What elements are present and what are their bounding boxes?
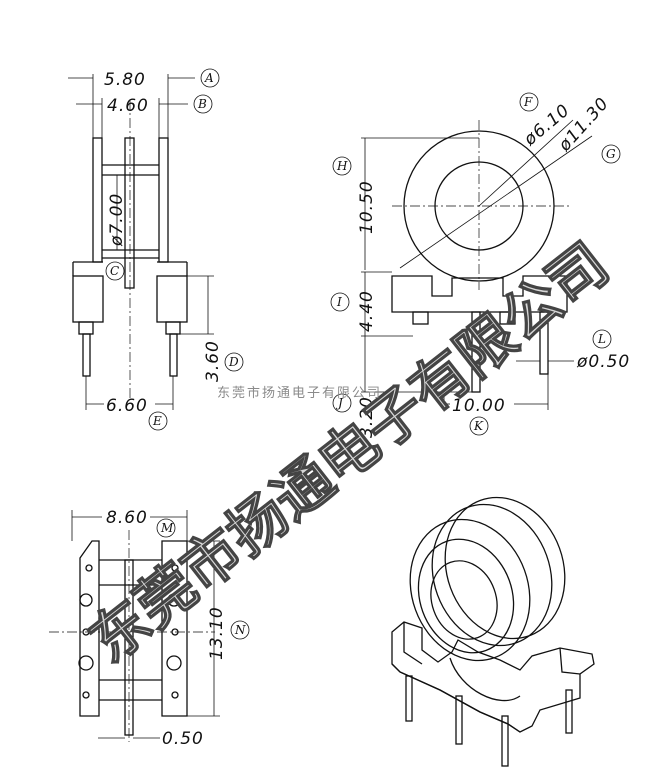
dim-A-value: 5.80 <box>104 70 146 90</box>
isometric-view <box>391 496 595 767</box>
dim-J-value: 3.20 <box>357 396 377 438</box>
ref-D: D <box>228 355 239 369</box>
dim-D-value: 3.60 <box>203 340 223 382</box>
dim-O-value: 0.50 <box>162 729 204 749</box>
dim-N-value: 13.10 <box>207 606 227 660</box>
dim-I-value: 4.40 <box>357 290 377 332</box>
watermark-large: 东莞市扬通电子有限公司 <box>77 230 622 676</box>
dim-B-value: 4.60 <box>107 96 149 116</box>
watermark: 东莞市扬通电子有限公司 东莞市扬通电子有限公司 <box>76 229 622 677</box>
ref-A: A <box>204 71 214 85</box>
ref-I: I <box>336 295 342 309</box>
bottom-view: 8.60 M 13.10 N 0.50 <box>49 508 250 749</box>
ref-M: M <box>160 521 174 535</box>
ref-N: N <box>234 623 246 637</box>
ref-B: B <box>197 97 207 111</box>
dim-E-value: 6.60 <box>106 396 148 416</box>
dim-L-value: ø0.50 <box>576 352 630 372</box>
dim-M-value: 8.60 <box>106 508 148 528</box>
dim-K-value: 10.00 <box>452 396 506 416</box>
ref-E: E <box>152 414 162 428</box>
side-view: 5.80 A 4.60 B ø7.00 C 3.60 D 6.60 E <box>68 68 244 431</box>
ref-H: H <box>336 159 348 173</box>
ref-C: C <box>110 264 119 278</box>
ref-J: J <box>335 396 344 410</box>
ref-G: G <box>606 147 616 161</box>
dim-H-value: 10.50 <box>357 180 377 234</box>
watermark-small: 东莞市扬通电子有限公司 <box>217 385 382 401</box>
ref-K: K <box>473 419 484 433</box>
dim-C-value: ø7.00 <box>107 193 127 247</box>
ref-L: L <box>597 332 606 346</box>
ref-F: F <box>523 95 533 109</box>
